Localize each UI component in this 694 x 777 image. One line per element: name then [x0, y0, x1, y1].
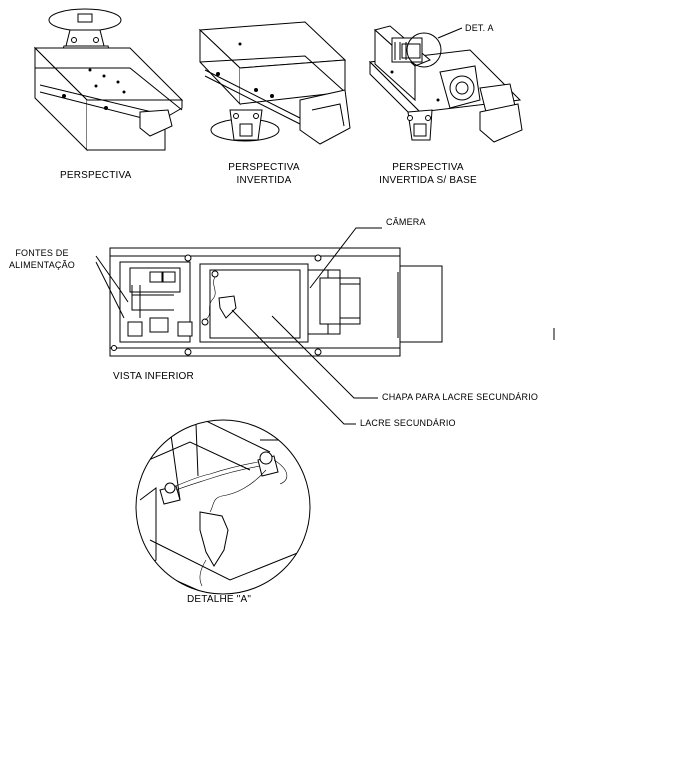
power-supply-callout-line2: ALIMENTAÇÃO	[8, 260, 76, 270]
inverted-perspective-label-line1: PERSPECTIVA	[228, 162, 300, 173]
perspective-view	[33, 8, 184, 152]
inverted-no-base-label: PERSPECTIVA INVERTIDA S/ BASE	[368, 161, 488, 187]
detail-a-label: DETALHE "A"	[187, 594, 252, 605]
inverted-no-base-label-line1: PERSPECTIVA	[392, 162, 464, 173]
detail-a-callout: DET. A	[465, 23, 494, 33]
power-supply-callout-line1: FONTES DE	[15, 248, 69, 258]
detail-a-view	[135, 419, 311, 595]
inverted-perspective-label-line2: INVERTIDA	[236, 175, 292, 186]
inverted-perspective-view	[198, 21, 351, 145]
camera-callout: CÂMERA	[386, 217, 426, 227]
inverted-no-base-label-line2: INVERTIDA S/ BASE	[379, 175, 477, 186]
seal-plate-callout: CHAPA PARA LACRE SECUNDÁRIO	[382, 392, 539, 402]
bottom-view-label: VISTA INFERIOR	[113, 371, 194, 382]
power-supply-callout: FONTES DE ALIMENTAÇÃO	[2, 247, 82, 271]
inverted-perspective-label: PERSPECTIVA INVERTIDA	[218, 161, 310, 187]
bottom-view	[95, 227, 555, 425]
secondary-seal-callout: LACRE SECUNDÁRIO	[360, 418, 456, 428]
perspective-label: PERSPECTIVA	[60, 170, 132, 181]
inverted-no-base-perspective-view	[368, 25, 523, 143]
